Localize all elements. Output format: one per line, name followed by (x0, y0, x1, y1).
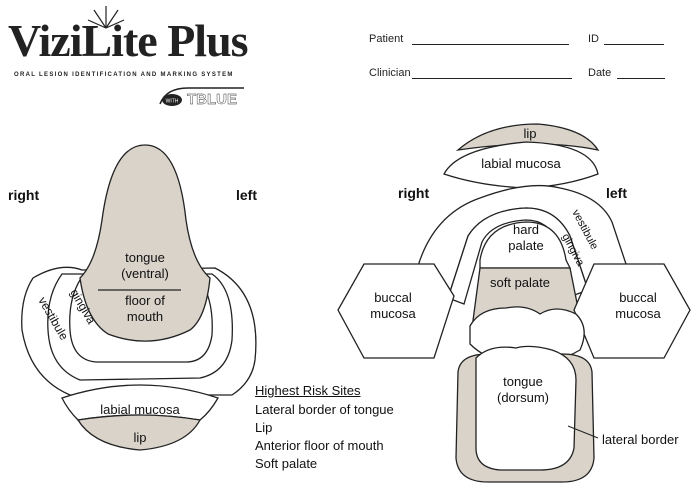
patient-label: Patient (369, 33, 403, 45)
risk-site-item: Lateral border of tongue (255, 402, 394, 417)
mucosa-left-label: mucosa (370, 306, 416, 321)
date-field[interactable] (617, 78, 665, 79)
clinician-field[interactable] (412, 78, 572, 79)
tongue-dorsum-region[interactable] (476, 346, 576, 470)
risk-sites-title: Highest Risk Sites (255, 383, 360, 398)
floor-label: floor of (125, 293, 165, 308)
risk-site-item: Anterior floor of mouth (255, 438, 384, 453)
upper-lip-label: lip (523, 126, 536, 141)
id-field[interactable] (604, 44, 664, 45)
ventral-label: (ventral) (121, 266, 169, 281)
patient-field[interactable] (412, 44, 569, 45)
lateral-border-label: lateral border (602, 432, 679, 447)
buccal-left-label: buccal (374, 290, 412, 305)
dorsum-label: (dorsum) (497, 390, 549, 405)
lip-label: lip (133, 430, 146, 445)
date-label: Date (588, 67, 611, 79)
mucosa-right-label: mucosa (615, 306, 661, 321)
clinician-label: Clinician (369, 67, 411, 79)
hard-label: hard (513, 222, 539, 237)
buccal-right-label: buccal (619, 290, 657, 305)
palate-label: palate (508, 238, 543, 253)
risk-site-item: Soft palate (255, 456, 317, 471)
risk-site-item: Lip (255, 420, 272, 435)
mouth-label: mouth (127, 309, 163, 324)
id-label: ID (588, 33, 599, 45)
dorsal-mouth-diagram: lip labial mucosa hard palate soft palat… (330, 118, 696, 486)
soft-palate-label: soft palate (490, 275, 550, 290)
tongue-dorsum-label: tongue (503, 374, 543, 389)
labial-mucosa-label: labial mucosa (100, 402, 180, 417)
upper-labial-mucosa-label: labial mucosa (481, 156, 561, 171)
tongue-label: tongue (125, 250, 165, 265)
